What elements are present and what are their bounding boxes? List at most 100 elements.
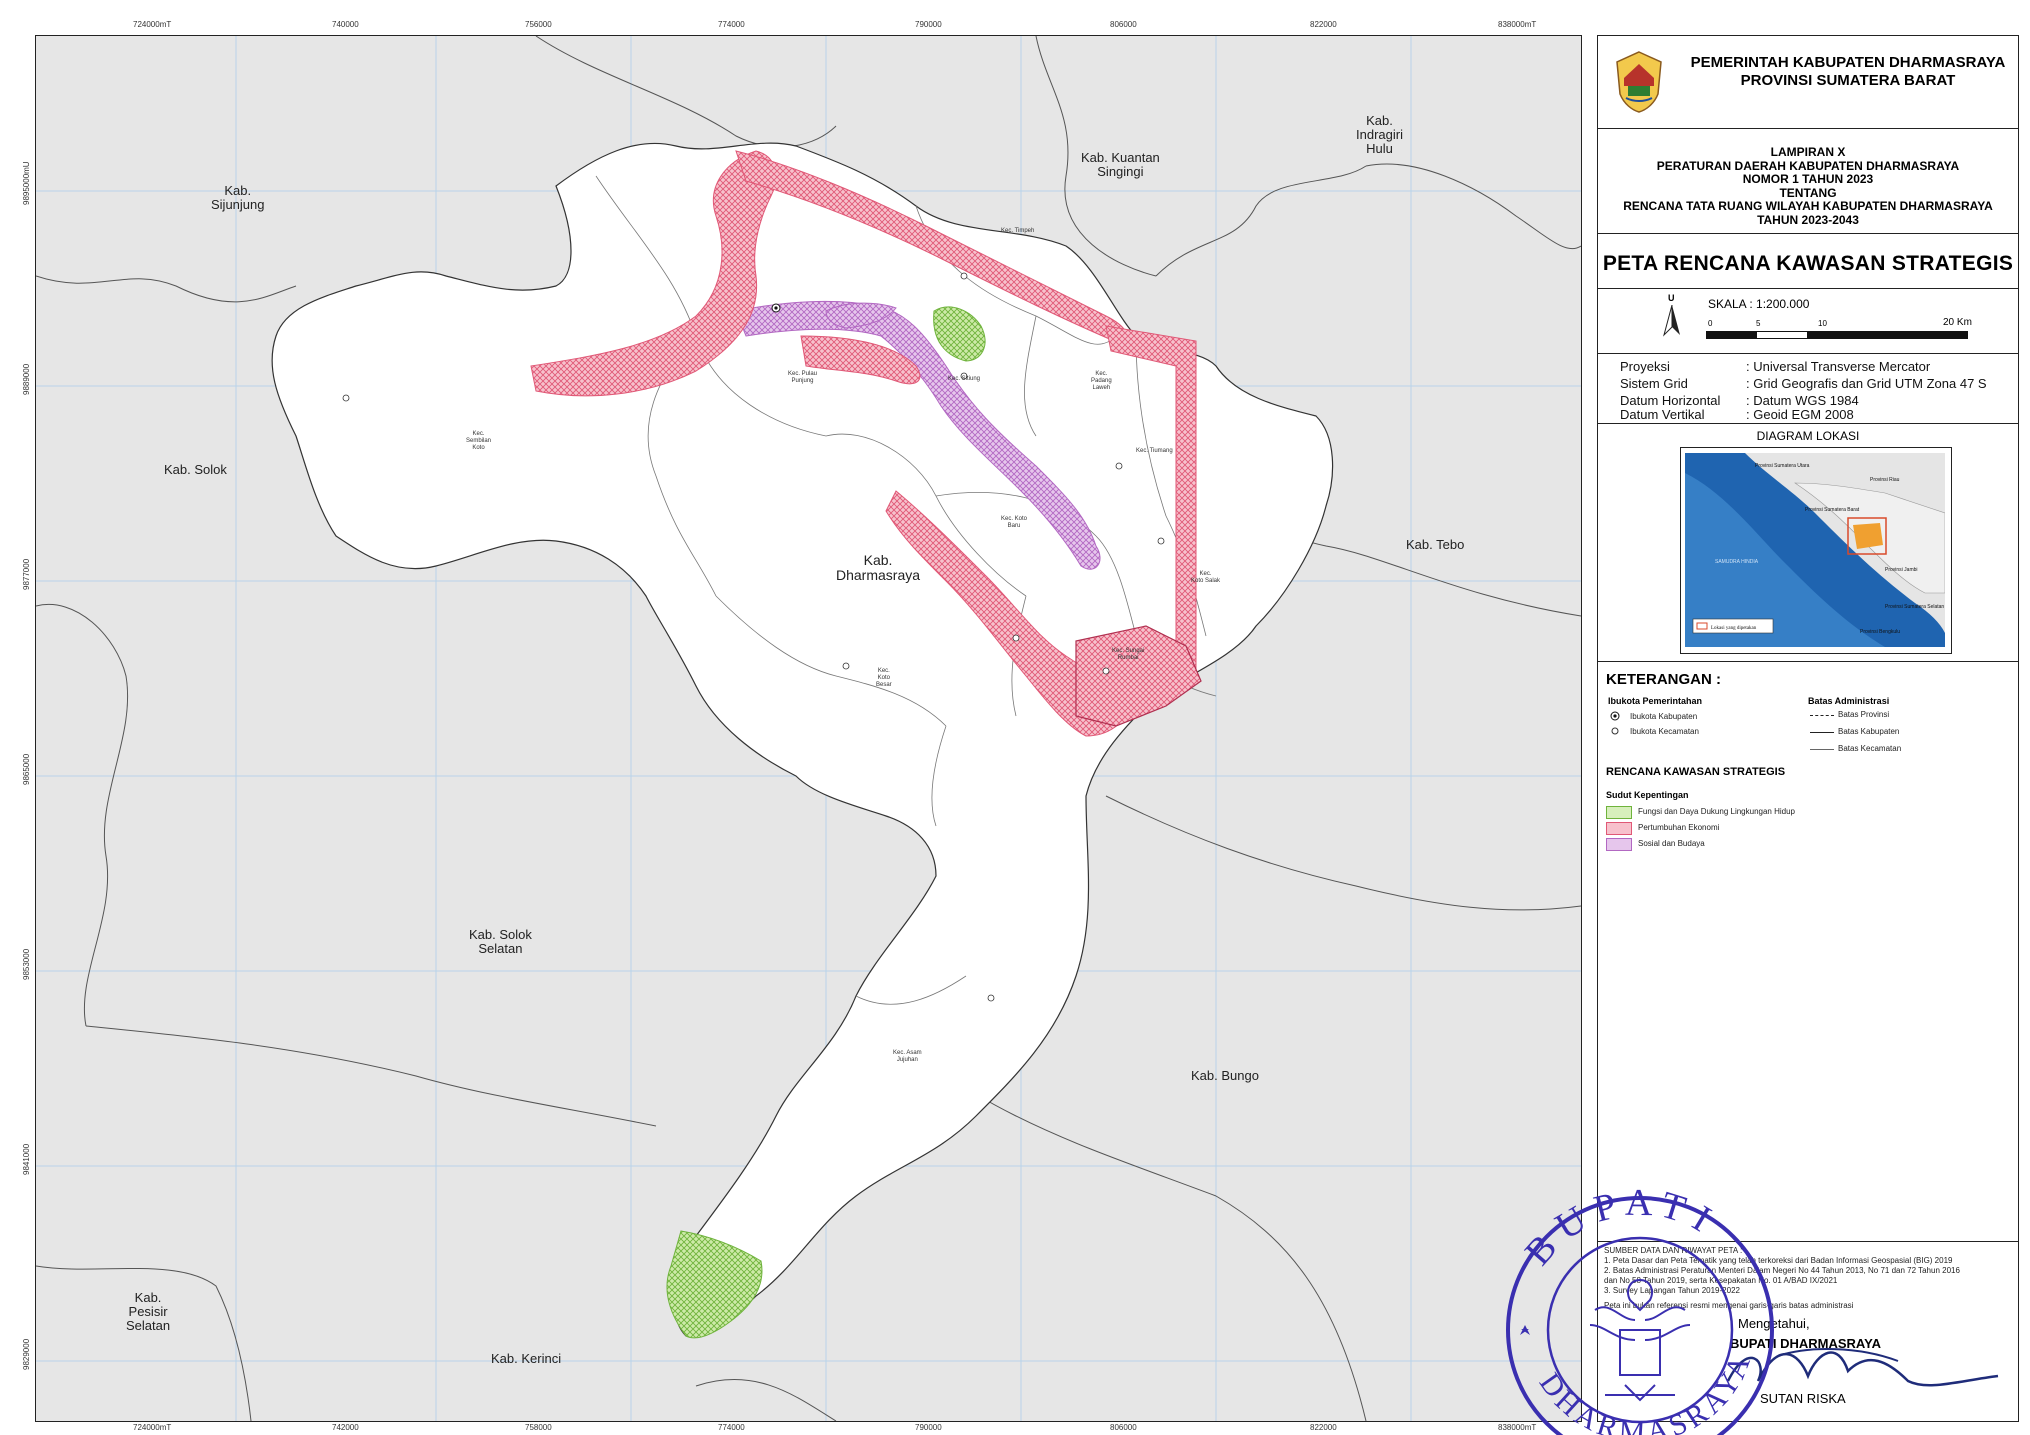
legend-ekonomi-label: Pertumbuhan Ekonomi bbox=[1638, 823, 1720, 832]
label-kab-kuantan-singingi: Kab. Kuantan Singingi bbox=[1081, 150, 1160, 179]
label-kec-tiumang: Kec. Tiumang bbox=[1136, 448, 1173, 454]
scale-tick-5: 5 bbox=[1756, 319, 1761, 328]
inset-label: Provinsi Bengkulu bbox=[1860, 629, 1900, 635]
scale-tick-0: 0 bbox=[1708, 319, 1713, 328]
proyeksi-key: Proyeksi bbox=[1620, 359, 1670, 374]
grid-key: Sistem Grid bbox=[1620, 376, 1688, 391]
zone-sosial-budaya-2[interactable] bbox=[825, 302, 897, 329]
datum-v-value: : Geoid EGM 2008 bbox=[1746, 407, 1854, 422]
ibukota-kec-label: Ibukota Kecamatan bbox=[1630, 727, 1699, 736]
official-seal-stamp: BUPATI DHARMASRAYA bbox=[1506, 1182, 1774, 1435]
projection-block: Proyeksi : Universal Transverse Mercator… bbox=[1598, 353, 2018, 424]
gov-title-2: PROVINSI SUMATERA BARAT bbox=[1740, 72, 1956, 89]
map-title: PETA RENCANA KAWASAN STRATEGIS bbox=[1598, 234, 2018, 289]
datum-v-key: Datum Vertikal bbox=[1620, 407, 1705, 422]
tick-left: 9895000mU bbox=[22, 161, 31, 205]
ibukota-title: Ibukota Pemerintahan bbox=[1608, 696, 1703, 706]
garuda-emblem-icon bbox=[1589, 1278, 1691, 1402]
batas-kec-label: Batas Kecamatan bbox=[1838, 744, 1902, 753]
gov-title-1: PEMERINTAH KABUPATEN DHARMASRAYA bbox=[1690, 54, 2006, 71]
label-kab-dharmasraya: Kab. Dharmasraya bbox=[836, 552, 921, 583]
nama-label: SUTAN RISKA bbox=[1760, 1391, 1846, 1406]
label-kec-sitiung: Kec. Sitiung bbox=[948, 376, 981, 382]
tick-left: 9889000 bbox=[22, 363, 31, 395]
inset-label: Provinsi Sumatera Barat bbox=[1805, 507, 1860, 513]
zone-lingkungan-north[interactable] bbox=[933, 306, 986, 362]
lampiran-line: TAHUN 2023-2043 bbox=[1757, 212, 1859, 227]
tick-top: 838000mT bbox=[1498, 20, 1537, 29]
rks-title: RENCANA KAWASAN STRATEGIS bbox=[1606, 766, 1786, 778]
tick-bottom: 806000 bbox=[1110, 1423, 1137, 1432]
swatch-lingkungan bbox=[1606, 806, 1632, 819]
source-line: 1. Peta Dasar dan Peta Tematik yang tela… bbox=[1604, 1256, 1953, 1265]
tick-left: 9877000 bbox=[22, 558, 31, 590]
label-kec-koto-salak: Kec. Koto Salak bbox=[1191, 571, 1221, 584]
north-label: U bbox=[1668, 293, 1675, 303]
tick-top: 806000 bbox=[1110, 20, 1137, 29]
batas-prov-line bbox=[1810, 715, 1834, 716]
tick-bottom: 758000 bbox=[525, 1423, 552, 1432]
tick-left: 9829000 bbox=[22, 1338, 31, 1370]
lampiran-line: PERATURAN DAERAH KABUPATEN DHARMASRAYA bbox=[1656, 158, 1960, 173]
inset-label: Provinsi Sumatera Selatan bbox=[1885, 604, 1944, 610]
inset-label: Provinsi Riau bbox=[1870, 477, 1900, 483]
zone-ekonomi-diagonal[interactable] bbox=[885, 490, 1137, 737]
sources-title: SUMBER DATA DAN RIWAYAT PETA : bbox=[1604, 1246, 1743, 1255]
label-kab-solok-selatan: Kab. Solok Selatan bbox=[469, 927, 532, 956]
tick-bottom: 724000mT bbox=[133, 1423, 172, 1432]
legend-sosial-label: Sosial dan Budaya bbox=[1638, 839, 1705, 848]
label-kab-solok: Kab. Solok bbox=[164, 462, 227, 477]
tick-left: 9865000 bbox=[22, 753, 31, 785]
scale-tick-20: 20 Km bbox=[1943, 317, 1972, 328]
capital-kec-icon bbox=[1611, 727, 1619, 735]
tick-top: 740000 bbox=[332, 20, 359, 29]
tick-top: 822000 bbox=[1310, 20, 1337, 29]
sudut-title: Sudut Kepentingan bbox=[1606, 790, 1689, 800]
diagram-title: DIAGRAM LOKASI bbox=[1756, 429, 1860, 443]
proyeksi-value: : Universal Transverse Mercator bbox=[1746, 359, 1931, 374]
lampiran-block: LAMPIRAN X PERATURAN DAERAH KABUPATEN DH… bbox=[1598, 128, 2018, 234]
ibukota-kab-label: Ibukota Kabupaten bbox=[1630, 712, 1698, 721]
legend-lingkungan-label: Fungsi dan Daya Dukung Lingkungan Hidup bbox=[1638, 807, 1795, 816]
label-kec-koto-besar: Kec. Koto Besar bbox=[876, 668, 892, 688]
label-kec-sungai-rumbai: Kec. Sungai Rumbai bbox=[1112, 648, 1145, 661]
inset-label: Provinsi Jambi bbox=[1885, 567, 1918, 573]
batas-kab-label: Batas Kabupaten bbox=[1838, 727, 1900, 736]
label-kec-sembilan-koto: Kec. Sembilan Koto bbox=[466, 431, 492, 451]
source-line: 3. Survey Lapangan Tahun 2019-2022 bbox=[1604, 1286, 1740, 1295]
zone-ekonomi-central[interactable] bbox=[800, 335, 921, 385]
tick-left: 9853000 bbox=[22, 948, 31, 980]
grid-value: : Grid Geografis dan Grid UTM Zona 47 S bbox=[1746, 376, 1987, 391]
zone-ekonomi-sungai-rumbai[interactable] bbox=[1075, 625, 1202, 727]
jabatan-label: BUPATI DHARMASRAYA bbox=[1730, 1336, 1881, 1351]
map-canvas[interactable]: Kab. Sijunjung Kab. Kuantan Singingi Kab… bbox=[35, 35, 1582, 1422]
legend-panel: PEMERINTAH KABUPATEN DHARMASRAYA PROVINS… bbox=[1597, 35, 2019, 1422]
legend-header: PEMERINTAH KABUPATEN DHARMASRAYA PROVINS… bbox=[1598, 36, 2018, 129]
label-kab-tebo: Kab. Tebo bbox=[1406, 537, 1465, 552]
datum-h-key: Datum Horizontal bbox=[1620, 393, 1721, 408]
inset-map: Provinsi Sumatera Utara Provinsi Riau Pr… bbox=[1685, 453, 1945, 647]
map-svg bbox=[36, 36, 1581, 1421]
tick-left: 9841000 bbox=[22, 1143, 31, 1175]
scale-block: U SKALA : 1:200.000 0 5 10 20 Km bbox=[1598, 289, 2018, 354]
lampiran-line: NOMOR 1 TAHUN 2023 bbox=[1742, 172, 1874, 186]
lampiran-line: TENTANG bbox=[1779, 185, 1837, 200]
tick-bottom: 838000mT bbox=[1498, 1423, 1537, 1432]
scale-label: SKALA : 1:200.000 bbox=[1708, 297, 1810, 311]
lampiran-line: RENCANA TATA RUANG WILAYAH KABUPATEN DHA… bbox=[1623, 199, 1993, 213]
scale-tick-10: 10 bbox=[1818, 319, 1827, 328]
label-kab-bungo: Kab. Bungo bbox=[1191, 1068, 1259, 1083]
location-diagram: DIAGRAM LOKASI Provinsi Sumatera Utara P… bbox=[1598, 423, 2018, 662]
label-kab-sijunjung: Kab. Sijunjung bbox=[211, 183, 265, 212]
tick-bottom: 790000 bbox=[915, 1423, 942, 1432]
inset-frame: Provinsi Sumatera Utara Provinsi Riau Pr… bbox=[1680, 447, 1952, 654]
keterangan-title: KETERANGAN : bbox=[1606, 671, 1721, 688]
inset-label: SAMUDRA HINDIA bbox=[1715, 559, 1759, 565]
tick-top: 724000mT bbox=[133, 20, 172, 29]
signature-scribble bbox=[1726, 1348, 1999, 1387]
zone-lingkungan-south[interactable] bbox=[666, 1230, 763, 1339]
seal-bottom-text: DHARMASRAYA bbox=[1533, 1347, 1754, 1435]
svg-text:DHARMASRAYA: DHARMASRAYA bbox=[1533, 1347, 1758, 1435]
scale-bar bbox=[1706, 331, 1968, 339]
